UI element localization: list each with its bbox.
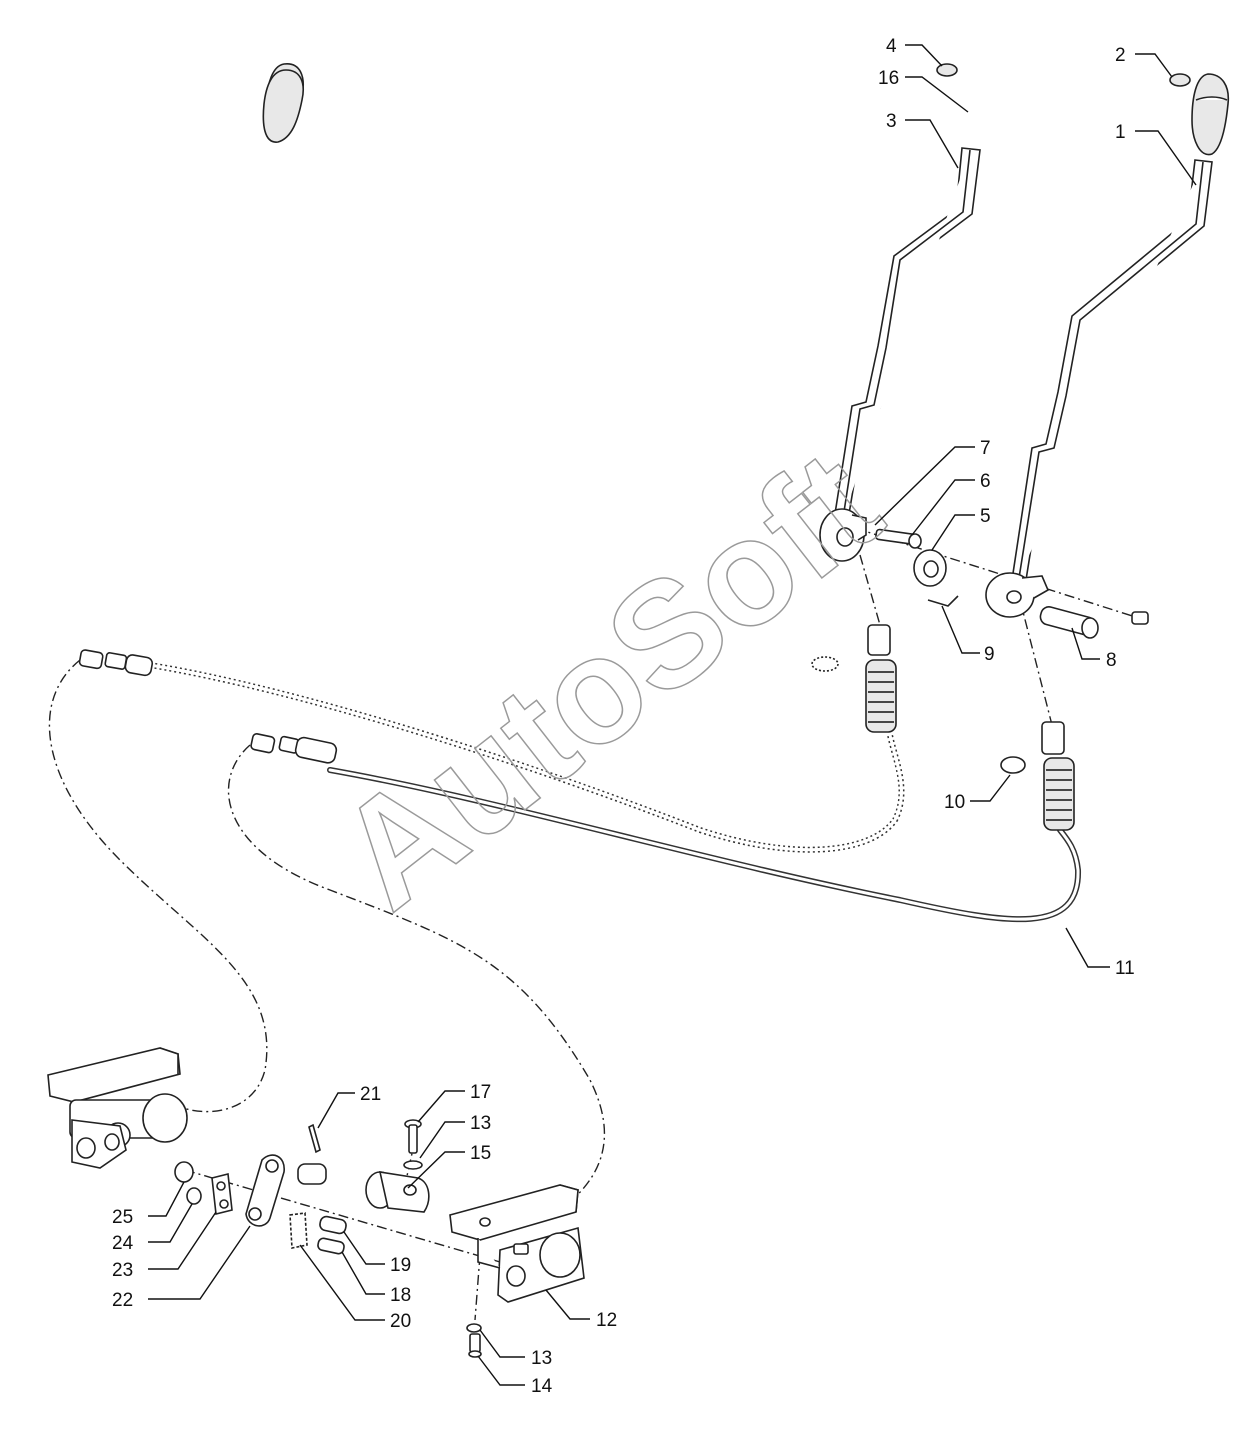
- callout-19: 19: [390, 1255, 411, 1276]
- watermark-text: AutoSoft: [307, 418, 909, 940]
- callout-leaders: [148, 44, 1197, 1386]
- lower-left-bracket: [47, 1047, 188, 1169]
- callout-6: 6: [980, 471, 991, 492]
- washer-24: [186, 1187, 202, 1205]
- cap-4: [936, 63, 958, 77]
- callout-9: 9: [984, 644, 995, 665]
- plate-23: [211, 1173, 233, 1215]
- cable-rear: [149, 662, 905, 853]
- pin-8: [1039, 606, 1149, 639]
- bellows-lever-1: [1000, 721, 1075, 831]
- bellows-lever-3: [811, 624, 897, 733]
- callout-labels: 1 2 3 4 5 6 7 8 9 10 11 12 13 13 14 15 1…: [112, 36, 1135, 1397]
- callout-8: 8: [1106, 650, 1117, 671]
- lever-1: [985, 159, 1213, 618]
- pin-19: [319, 1215, 347, 1235]
- callout-20: 20: [390, 1311, 411, 1332]
- bracket-12: [449, 1184, 585, 1303]
- callout-4: 4: [886, 36, 897, 57]
- callout-10: 10: [944, 792, 965, 813]
- spring-20: [289, 1212, 308, 1249]
- pin-21: [308, 1123, 321, 1154]
- callout-11: 11: [1115, 958, 1135, 979]
- pin-6: [875, 528, 922, 549]
- callout-2: 2: [1115, 45, 1126, 66]
- callout-13-upper: 13: [470, 1113, 491, 1134]
- cable-11: [327, 767, 1082, 923]
- washer-5: [913, 549, 947, 587]
- callout-13-lower: 13: [531, 1348, 552, 1369]
- callout-7: 7: [980, 438, 991, 459]
- callout-18: 18: [390, 1285, 411, 1306]
- spring-9: [927, 595, 959, 607]
- pin-18: [317, 1237, 345, 1255]
- callout-15: 15: [470, 1143, 491, 1164]
- callout-22: 22: [112, 1290, 133, 1311]
- knob-16-shape: [262, 69, 304, 143]
- cap-2: [1169, 73, 1191, 87]
- callout-21: 21: [360, 1084, 381, 1105]
- link-22: [245, 1154, 285, 1227]
- ring-10: [1000, 756, 1026, 774]
- callout-1: 1: [1115, 122, 1126, 143]
- callout-14: 14: [531, 1376, 553, 1397]
- callout-17: 17: [470, 1082, 491, 1103]
- washer-25: [174, 1161, 194, 1183]
- callout-5: 5: [980, 506, 991, 527]
- clevis-15: [365, 1171, 430, 1213]
- callout-25: 25: [112, 1207, 133, 1228]
- callout-12: 12: [596, 1310, 617, 1331]
- cable-end-fittings-left: [78, 649, 338, 764]
- callout-24: 24: [112, 1233, 134, 1254]
- bolt-17: [403, 1119, 423, 1170]
- lever-3: [819, 147, 981, 562]
- callout-3: 3: [886, 111, 897, 132]
- callout-23: 23: [112, 1260, 133, 1281]
- knob-lever-1: [1191, 73, 1230, 156]
- bolt-14: [466, 1323, 482, 1358]
- callout-16: 16: [878, 68, 899, 89]
- centerlines: [48, 527, 1146, 1321]
- bushing-21-base: [297, 1163, 327, 1185]
